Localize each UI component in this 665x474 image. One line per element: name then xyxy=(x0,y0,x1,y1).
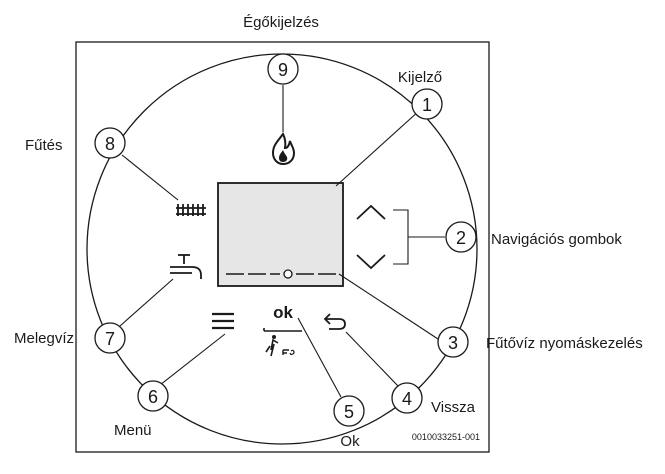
callout-6: 6 xyxy=(137,380,169,412)
callout-1: 1 xyxy=(411,88,443,120)
label-ok: Ok xyxy=(340,433,360,450)
svg-text:4: 4 xyxy=(402,389,412,409)
callout-2: 2 xyxy=(445,221,477,253)
label-navigation: Navigációs gombok xyxy=(491,231,622,248)
callout-4: 4 xyxy=(391,382,423,414)
label-menu: Menü xyxy=(114,422,152,439)
radiator-icon xyxy=(176,204,206,216)
callout-3: 3 xyxy=(437,326,469,358)
callout-5: 5 xyxy=(333,395,365,427)
back-arrow-icon[interactable] xyxy=(323,313,346,330)
label-display: Kijelző xyxy=(398,69,442,86)
label-back: Vissza xyxy=(431,399,476,416)
display-screen xyxy=(217,182,344,287)
svg-text:8: 8 xyxy=(105,134,115,154)
svg-text:2: 2 xyxy=(456,228,466,248)
flame-icon xyxy=(271,132,296,166)
svg-text:6: 6 xyxy=(148,387,158,407)
chevron-up-icon[interactable] xyxy=(356,204,386,220)
chevron-down-icon[interactable] xyxy=(356,254,386,270)
outer-frame xyxy=(75,41,490,453)
callout-7: 7 xyxy=(94,322,126,354)
menu-lines-icon[interactable] xyxy=(212,312,234,330)
ok-button-text: ok xyxy=(273,303,293,322)
label-burner: Égőkijelzés xyxy=(243,14,319,31)
pressure-indicator xyxy=(226,269,336,279)
svg-text:9: 9 xyxy=(278,60,288,80)
label-pressure: Fűtővíz nyomáskezelés xyxy=(486,335,643,352)
label-hotwater: Melegvíz xyxy=(14,330,74,347)
svg-text:5: 5 xyxy=(344,402,354,422)
label-heating: Fűtés xyxy=(25,137,63,154)
faucet-icon xyxy=(170,254,202,279)
svg-text:1: 1 xyxy=(422,95,432,115)
leader-lines xyxy=(119,85,445,398)
ok-pressure-icon[interactable]: ok xyxy=(263,303,302,357)
svg-text:7: 7 xyxy=(105,329,115,349)
callout-8: 8 xyxy=(94,127,126,159)
figure-id: 0010033251-001 xyxy=(412,432,480,442)
callout-9: 9 xyxy=(267,53,299,85)
svg-text:3: 3 xyxy=(448,333,458,353)
